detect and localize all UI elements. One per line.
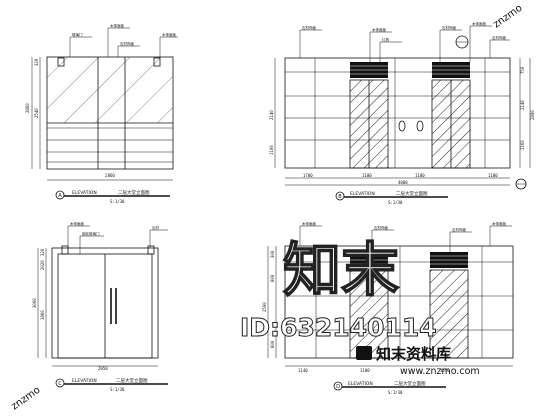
elevation-d-stone-column-left (349, 269, 389, 359)
watermark-id: ID:632140114 (240, 313, 437, 342)
elevation-a-marker (55, 190, 65, 200)
svg-text:B: B (338, 194, 342, 200)
elevation-c-scale: S:1/30 (110, 387, 125, 392)
elevation-a-callout: 木饰面板 (110, 23, 124, 28)
brand-logo-icon (356, 346, 372, 360)
elevation-b-title: ELEVATION (350, 191, 375, 197)
elevation-d-stone-column-right (429, 269, 469, 359)
elevation-a-width-dim: 2860 (105, 173, 115, 178)
elevation-b-callout: 石材饰面 (442, 25, 456, 30)
svg-text:2020: 2020 (40, 260, 45, 270)
elevation-d-title: ELEVATION (348, 381, 373, 387)
svg-text:3000: 3000 (32, 298, 37, 308)
svg-text:800: 800 (270, 340, 275, 348)
elevation-a: 2860 2860 320 2540 玻璃门 木饰面板 石材饰面 木饰面板 A … (25, 23, 178, 204)
svg-text:1100: 1100 (362, 173, 372, 178)
elevation-c-callout: 木饰面板 (70, 221, 84, 226)
wall-sconce-icon (398, 120, 406, 132)
svg-text:2160: 2160 (520, 140, 525, 150)
elevation-b-marker (335, 191, 345, 201)
elevation-d-callout: 石材饰面 (374, 225, 388, 230)
elevation-b-title-zh: 二层大堂立面图 (396, 190, 428, 197)
svg-text:300: 300 (270, 250, 275, 258)
elevation-a-callout: 石材饰面 (120, 41, 134, 46)
elevation-c-callout: 钢化玻璃门 (82, 231, 100, 236)
elevation-a-callout: 木饰面板 (162, 32, 176, 37)
watermark-url: www.znzmo.com (400, 366, 480, 377)
elevation-a-title: ELEVATION (72, 190, 97, 196)
wall-sconce-icon (416, 120, 424, 132)
elevation-b-callout: 石材饰面 (492, 35, 506, 40)
corner-watermark: znzmo (491, 3, 524, 31)
svg-text:2500: 2500 (262, 302, 267, 312)
svg-text:800: 800 (270, 274, 275, 282)
elevation-c-title: ELEVATION (72, 378, 97, 384)
svg-text:1100: 1100 (269, 145, 274, 155)
elevation-d-title-zh: 二层大堂立面图 (394, 380, 426, 387)
elevation-b-callout: 灯具 (382, 37, 390, 42)
elevation-a-callout: 玻璃门 (72, 32, 83, 37)
elevation-a-left-dim: 2860 (25, 103, 30, 113)
elevation-b-scale: S:1/30 (388, 200, 403, 205)
svg-text:750: 750 (520, 66, 525, 74)
elevation-a-glass (47, 57, 173, 123)
svg-text:A: A (58, 193, 62, 199)
svg-text:D: D (336, 384, 340, 390)
svg-text:2540: 2540 (34, 108, 39, 118)
svg-text:1570: 1570 (440, 368, 450, 373)
elevation-b: 1700 1100 1100 1100 4800 1100 2140 750 2… (269, 21, 535, 205)
svg-text:2800: 2800 (530, 110, 535, 120)
elevation-b-callout: 石材饰面 (302, 25, 316, 30)
elevation-b-frame (284, 57, 511, 169)
elevation-d-callout: 木饰面板 (492, 221, 506, 226)
svg-text:2140: 2140 (269, 110, 274, 120)
elevation-d-callout: 石材饰面 (452, 227, 466, 232)
elevation-c-marker (55, 378, 65, 388)
watermark-logo: 知末 (283, 236, 399, 304)
elevation-d-callout: 木饰面板 (302, 221, 316, 226)
elevation-d: 1140 1100 1570 300 800 2500 800 木饰面板 石材饰… (262, 221, 514, 395)
elevation-b-callout: 木饰面板 (372, 27, 386, 32)
elevation-a-scale: S:1/30 (110, 199, 125, 204)
svg-text:2140: 2140 (520, 100, 525, 110)
svg-text:1860: 1860 (40, 310, 45, 320)
elevation-b-total-dim: 4800 (398, 180, 408, 185)
watermark: 知末 ID:632140114 知末资料库 www.znzmo.com znzm… (9, 3, 524, 413)
elevation-d-scale: S:1/30 (388, 390, 403, 395)
svg-text:320: 320 (34, 58, 39, 66)
svg-text:320: 320 (40, 248, 45, 256)
svg-text:1100: 1100 (360, 368, 370, 373)
elevation-b-callout: 木饰面板 (472, 21, 486, 26)
svg-text:C: C (58, 381, 62, 387)
corner-watermark: znzmo (9, 385, 42, 413)
svg-text:1100: 1100 (415, 173, 425, 178)
svg-text:1140: 1140 (298, 368, 308, 373)
elevation-a-title-zh: 二层大堂立面图 (118, 189, 150, 196)
elevation-c-width-dim: 2050 (98, 366, 108, 371)
elevation-d-marker (333, 381, 343, 391)
elevation-c-title-zh: 二层大堂立面图 (116, 377, 148, 384)
svg-text:1700: 1700 (303, 173, 313, 178)
watermark-brand: 知末资料库 (376, 345, 451, 363)
elevation-c: 2050 320 2020 3000 1860 木饰面板 钢化玻璃门 石材 C … (32, 221, 168, 392)
elevation-d-frame (284, 245, 514, 359)
svg-text:1100: 1100 (488, 173, 498, 178)
elevation-c-callout: 石材 (152, 225, 159, 230)
